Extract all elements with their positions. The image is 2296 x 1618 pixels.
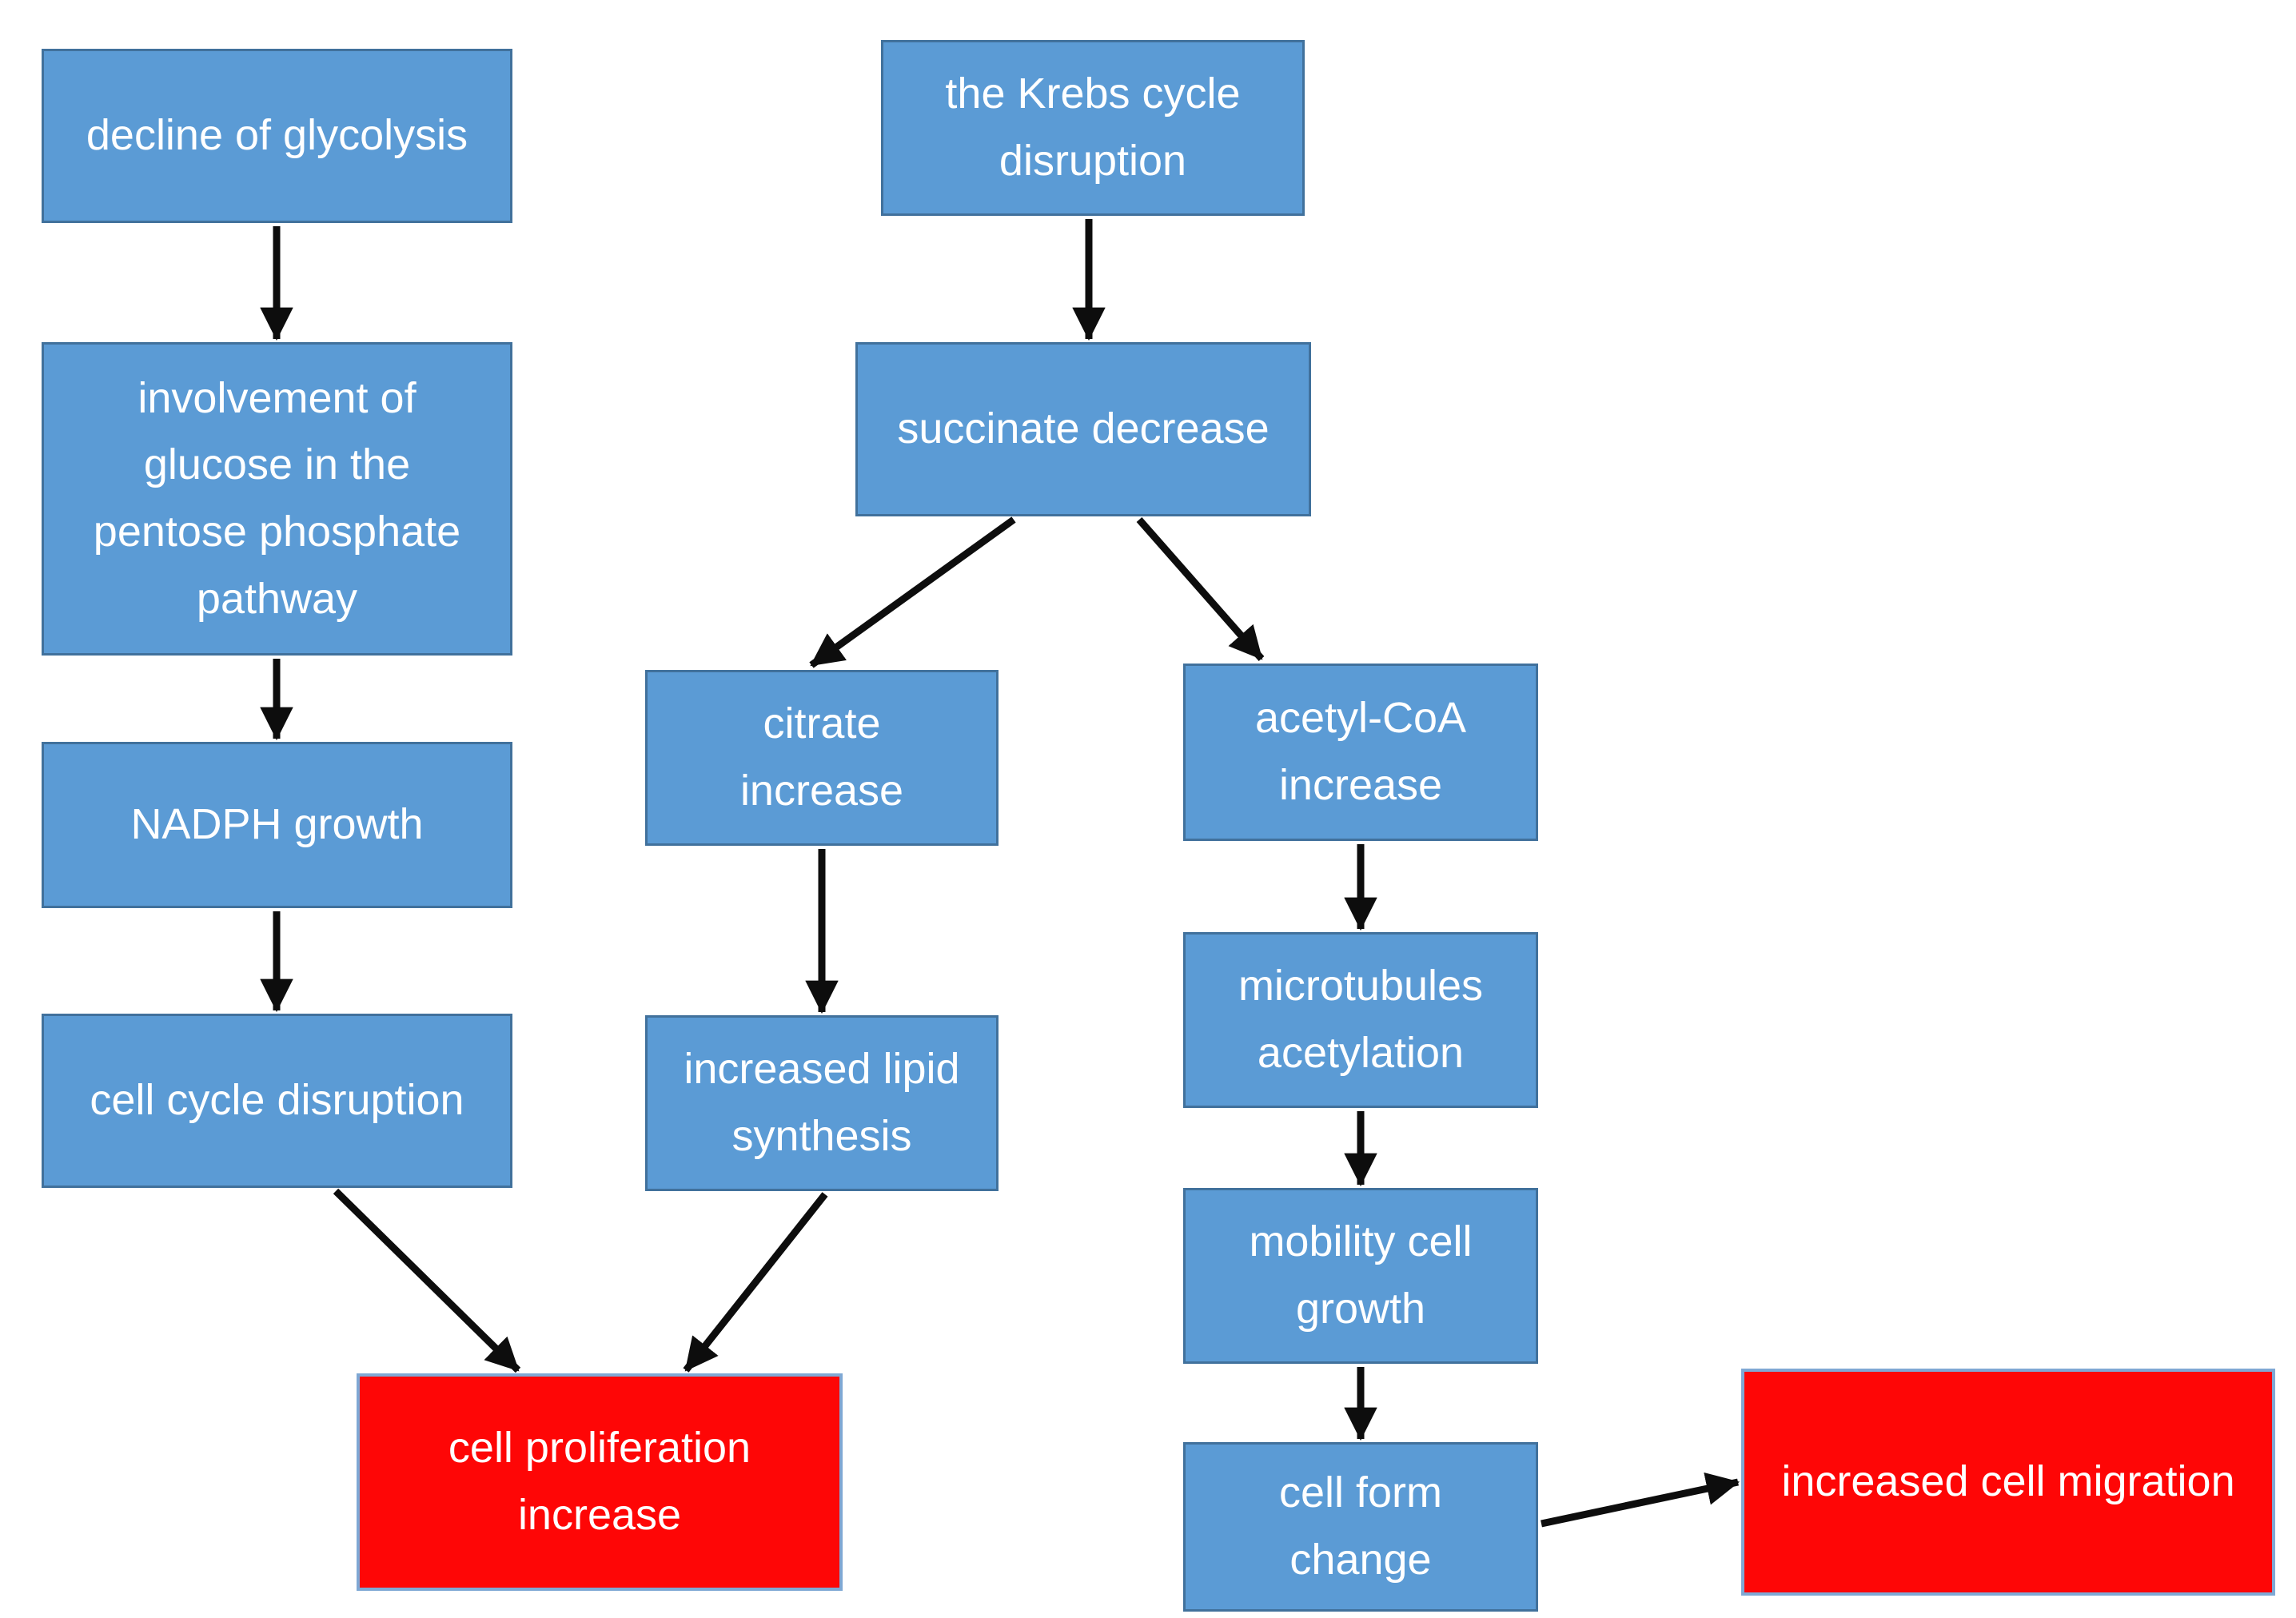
node-acetyl-coa-increase: acetyl-CoA increase <box>1183 664 1538 841</box>
node-microtubules-acetylation: microtubules acetylation <box>1183 932 1538 1108</box>
node-cell-proliferation-increase: cell proliferation increase <box>357 1373 843 1591</box>
edge-cell-cycle-disruption-to-cell-proliferation-increase <box>333 1188 521 1373</box>
node-pentose-phosphate-pathway: involvement of glucose in the pentose ph… <box>42 342 512 656</box>
node-decline-glycolysis: decline of glycolysis <box>42 49 512 223</box>
node-cell-cycle-disruption: cell cycle disruption <box>42 1014 512 1188</box>
edge-succinate-decrease-to-citrate-increase <box>809 516 1016 668</box>
edge-succinate-decrease-to-acetyl-coa-increase <box>1136 517 1265 661</box>
node-mobility-cell-growth: mobility cell growth <box>1183 1188 1538 1364</box>
node-succinate-decrease: succinate decrease <box>855 342 1311 516</box>
node-cell-form-change: cell form change <box>1183 1442 1538 1612</box>
node-increased-lipid-synthesis: increased lipid synthesis <box>645 1015 999 1191</box>
edge-increased-lipid-synthesis-to-cell-proliferation-increase <box>683 1192 828 1373</box>
node-nadph-growth: NADPH growth <box>42 742 512 908</box>
node-citrate-increase: citrate increase <box>645 670 999 846</box>
node-increased-cell-migration: increased cell migration <box>1741 1369 2275 1596</box>
node-krebs-cycle-disruption: the Krebs cycle disruption <box>881 40 1305 216</box>
edge-cell-form-change-to-increased-cell-migration <box>1541 1472 1740 1528</box>
